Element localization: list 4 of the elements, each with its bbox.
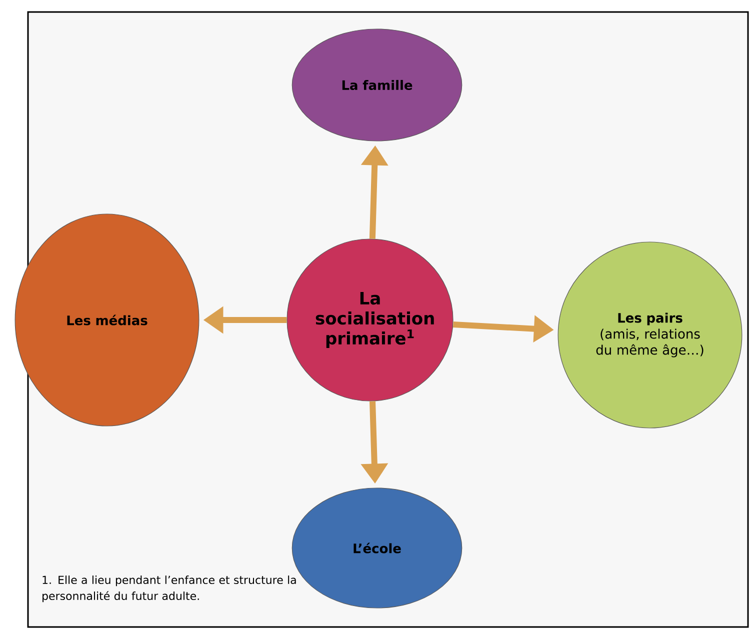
ellipse-node: La famille [292,28,462,142]
ellipse-node: Les pairs (amis, relations du même âge…) [558,242,742,428]
ellipse-node: La socialisation primaire$^{1}$ [286,238,454,402]
ellipse-node: Les médias [14,214,200,426]
